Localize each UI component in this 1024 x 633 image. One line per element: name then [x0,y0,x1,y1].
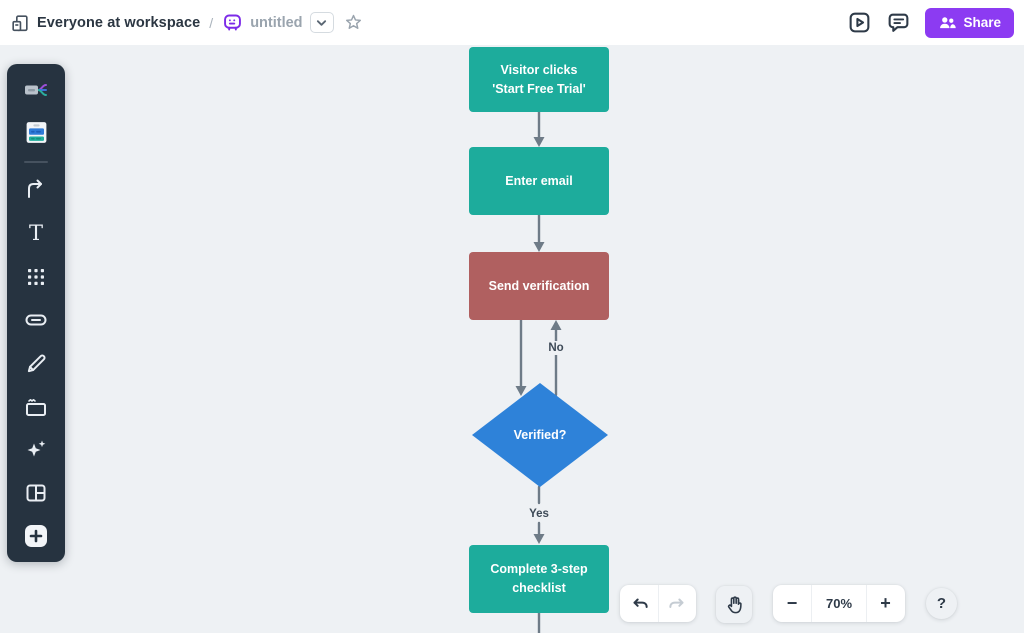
flow-node-start-trial[interactable]: Visitor clicks 'Start Free Trial' [469,47,609,112]
zoom-in-button[interactable]: + [867,585,904,622]
divider [658,585,659,622]
pencil-tool[interactable] [18,346,54,381]
present-button[interactable] [847,10,872,35]
hand-icon [727,596,742,614]
chevron-down-icon [316,19,327,26]
share-button-label: Share [963,15,1001,30]
pencil-icon [27,354,46,372]
zoom-out-button[interactable]: − [773,585,811,622]
whiteboard-canvas[interactable]: Visitor clicks 'Start Free Trial' Enter … [0,45,1024,633]
share-button[interactable]: Share [925,7,1014,38]
grid-dots-icon [28,268,44,285]
favorite-star-button[interactable] [344,13,363,32]
shapes-grid-tool[interactable] [18,259,54,294]
link-tool[interactable] [18,302,54,337]
plus-icon [25,525,47,548]
ai-sparkles-tool[interactable] [18,432,54,467]
comment-icon [889,13,909,32]
undo-button[interactable] [620,585,658,622]
board-card-tool[interactable] [18,115,54,150]
workspace-title[interactable]: Everyone at workspace [37,14,201,31]
add-tool[interactable] [18,519,54,554]
text-tool-icon: T [28,221,43,246]
mind-map-tool[interactable] [18,72,54,107]
text-tool[interactable]: T [18,216,54,251]
link-icon [25,314,47,326]
frame-icon [26,398,46,416]
undo-icon [633,598,648,608]
help-button[interactable]: ? [926,588,957,619]
present-play-icon [850,12,870,33]
toolbar-divider [24,160,48,163]
flow-node-send-verification[interactable]: Send verification [469,252,609,320]
mind-map-icon [25,83,47,96]
flow-node-enter-email[interactable]: Enter email [469,147,609,215]
redo-button[interactable] [659,585,696,622]
undo-redo-group [620,585,696,622]
top-bar: Everyone at workspace / untitled [0,0,1024,45]
zoom-control-group: − 70% + [773,585,905,622]
board-card-icon [26,122,46,144]
edge-label-no[interactable]: No [544,341,568,355]
board-doc-icon [222,12,243,33]
breadcrumb-separator: / [209,14,214,31]
frame-tool[interactable] [18,389,54,424]
star-icon [345,14,361,29]
edge-label-yes[interactable]: Yes [525,507,553,521]
connector-arrow-icon [28,179,42,199]
title-menu-button[interactable] [309,12,334,33]
comments-button[interactable] [886,10,911,35]
workspace-icon[interactable] [10,13,30,33]
zoom-level[interactable]: 70% [811,585,867,622]
document-title[interactable]: untitled [250,14,303,31]
people-icon [940,16,957,28]
layout-columns-icon [26,484,46,502]
sparkles-icon [27,440,46,457]
tool-sidebar: T [7,64,65,562]
redo-icon [668,598,683,608]
connector-tool[interactable] [18,173,54,208]
flow-connectors[interactable] [0,45,1024,633]
flow-node-complete-checklist[interactable]: Complete 3-step checklist [469,545,609,613]
hand-tool-button[interactable] [716,586,752,623]
layout-tool[interactable] [18,475,54,510]
